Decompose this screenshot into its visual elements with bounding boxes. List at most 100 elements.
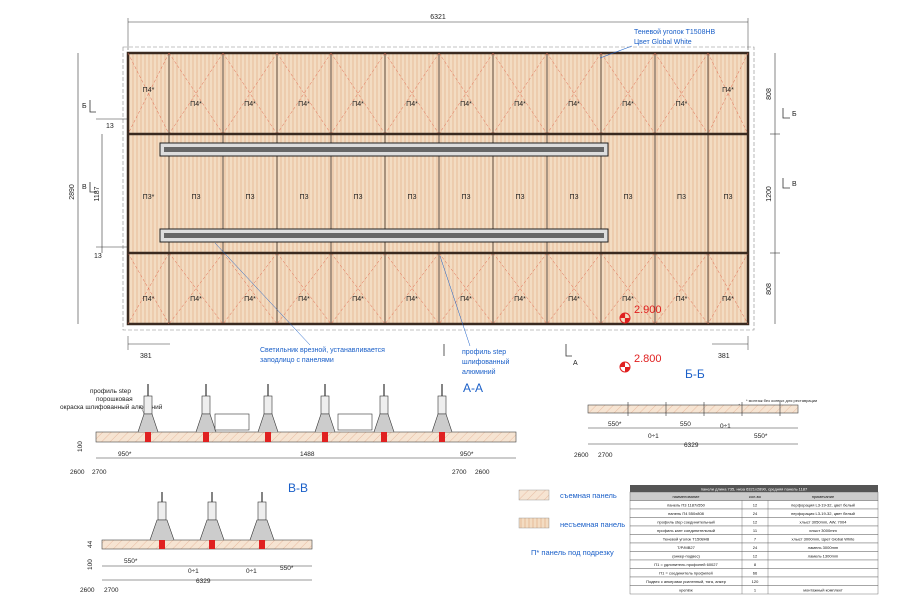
- panel-cross-line: [707, 52, 749, 135]
- panel-label: П4*: [406, 101, 418, 108]
- table-cell: профиль step соединительный: [657, 520, 714, 525]
- level-mark-upper: [619, 312, 631, 324]
- gap-label-bottom: 13: [94, 253, 102, 260]
- cut-mark-b-left: Б: [82, 103, 87, 110]
- panel-label: П3: [724, 194, 733, 201]
- panel-label: П4*: [514, 101, 526, 108]
- table-cell: (анкер-подвес): [672, 554, 700, 559]
- panel-cross-line: [600, 52, 656, 135]
- table-cell: перфорация L3-19-32, цвет белый: [791, 511, 855, 516]
- hanger-assembly: [249, 492, 275, 549]
- table-row: (анкер-подвес) 12 ламель 1300mm: [629, 551, 879, 561]
- panel-label: П4*: [298, 296, 310, 303]
- gap-label-top: 13: [106, 123, 114, 130]
- panel-cross-line: [438, 52, 494, 135]
- table-cell: 12: [753, 554, 758, 559]
- section-vv-hangers: [149, 492, 275, 549]
- section-bb-panels: [587, 404, 799, 414]
- panel-labels: П4*П4*П4*П4*П4*П4*П4*П4*П4*П4*П4*П4*П3*П…: [143, 87, 734, 303]
- shadow-corner-leader: [599, 45, 633, 59]
- table-cell: ламель 1300mm: [808, 554, 839, 559]
- section-bb: Б-Б * монтаж без осевых для реставрации …: [574, 367, 817, 459]
- hanger-assembly: [257, 384, 279, 442]
- removable-panel-crosses: [127, 52, 749, 325]
- panel-cross-line: [168, 52, 224, 135]
- section-bb-title: Б-Б: [685, 367, 705, 381]
- panel-label: П4*: [298, 101, 310, 108]
- panel-cross-line: [330, 52, 386, 135]
- ceiling-plan: П4*П4*П4*П4*П4*П4*П4*П4*П4*П4*П4*П4*П3*П…: [69, 14, 797, 376]
- table-cell: 7: [754, 537, 757, 542]
- table-cell: Теневой уголок T1508НВ: [663, 537, 710, 542]
- ceiling-area: [126, 51, 750, 326]
- section-vv-dim-2700: 2700: [104, 587, 119, 594]
- panel-label: П3*: [143, 194, 155, 201]
- panel-cross-line: [127, 252, 170, 325]
- shadow-corner-note-2: Цвет Global White: [634, 39, 692, 46]
- table-cell: панель П3 1187х550: [667, 503, 705, 508]
- table-cell: 12: [753, 520, 758, 525]
- cut-mark-v-left: В: [82, 184, 87, 191]
- panel-cross-line: [384, 52, 440, 135]
- spec-table: панели длина 735, низа 6321х2890, средня…: [629, 485, 879, 595]
- middle-row-height-label: 1187: [94, 186, 101, 201]
- overall-width-label: 6321: [430, 14, 446, 21]
- table-cell: 66: [753, 571, 758, 576]
- panel-label: П3: [408, 194, 417, 201]
- legend-fixed-label: несъемная панель: [560, 520, 625, 529]
- panel-label: П4*: [352, 296, 364, 303]
- panel-cross-line: [384, 52, 440, 135]
- cut-mark-b-right: Б: [792, 111, 797, 118]
- section-vv-dim-gap-right: 0÷1: [246, 568, 257, 575]
- panel-cross-line: [127, 52, 170, 135]
- section-aa-luminaire-right: [337, 413, 373, 431]
- panel-label: П4*: [352, 101, 364, 108]
- row-height-top-label: 808: [766, 88, 773, 100]
- panel-label: П4*: [722, 87, 734, 94]
- luminaire-note-2: заподлицо с панелями: [260, 357, 334, 364]
- hanger-assembly: [373, 384, 395, 442]
- panel-cross-line: [438, 52, 494, 135]
- section-aa-panels: [95, 431, 517, 443]
- left-offset-label: 381: [140, 353, 152, 360]
- section-bb-dim-total: 6329: [684, 442, 699, 449]
- section-bb-dim-550-mid: 550: [680, 421, 691, 428]
- panel-cross-line: [330, 52, 386, 135]
- section-aa-note-1: профиль step: [90, 388, 131, 395]
- panel-label: П3: [624, 194, 633, 201]
- panel-cross-line: [654, 52, 709, 135]
- section-aa-dim-2700-left: 2700: [92, 469, 107, 476]
- section-vv-dim-550-right: 550*: [280, 565, 294, 572]
- shadow-corner-note-1: Теневой уголок T1508HB: [634, 28, 716, 36]
- section-vv-dim-total: 6329: [196, 578, 211, 585]
- row-height-bottom-label: 808: [766, 283, 773, 295]
- row-height-middle-label: 1200: [766, 186, 773, 202]
- panel-cross-line: [222, 52, 278, 135]
- spec-table-header-cell: наименование: [672, 494, 700, 499]
- section-aa-title: А-А: [463, 381, 483, 395]
- right-offset-label: 381: [718, 353, 730, 360]
- table-cell: крепёж: [679, 588, 693, 593]
- panel-label: П4*: [143, 296, 155, 303]
- table-cell: хлыст 3050mm, AW, 7004: [800, 520, 848, 525]
- panel-label: П3: [677, 194, 686, 201]
- table-cell: Подвес с анкерами усиленный, тяга, анкер: [646, 579, 727, 584]
- section-aa-dim-mid: 1488: [300, 451, 315, 458]
- section-bb-dim-gap-left: 0÷1: [648, 433, 659, 440]
- section-aa-dim-2600-left: 2600: [70, 469, 85, 476]
- panel-cross-line: [492, 52, 548, 135]
- section-bb-dim-2600: 2600: [574, 452, 589, 459]
- cut-mark-v-right: В: [792, 181, 797, 188]
- section-aa: А-А профиль step порошковая окраска шлиф…: [60, 381, 517, 476]
- section-vv-dim-100: 100: [87, 559, 94, 570]
- panel-label: П4*: [622, 101, 634, 108]
- panel-cross-line: [600, 52, 656, 135]
- section-bb-dim-gap-right: 0÷1: [720, 423, 731, 430]
- profile-note-3: алюминий: [462, 368, 496, 376]
- table-cell: T/P/MB27: [677, 545, 696, 550]
- plan-dashed-boundary: [122, 46, 755, 331]
